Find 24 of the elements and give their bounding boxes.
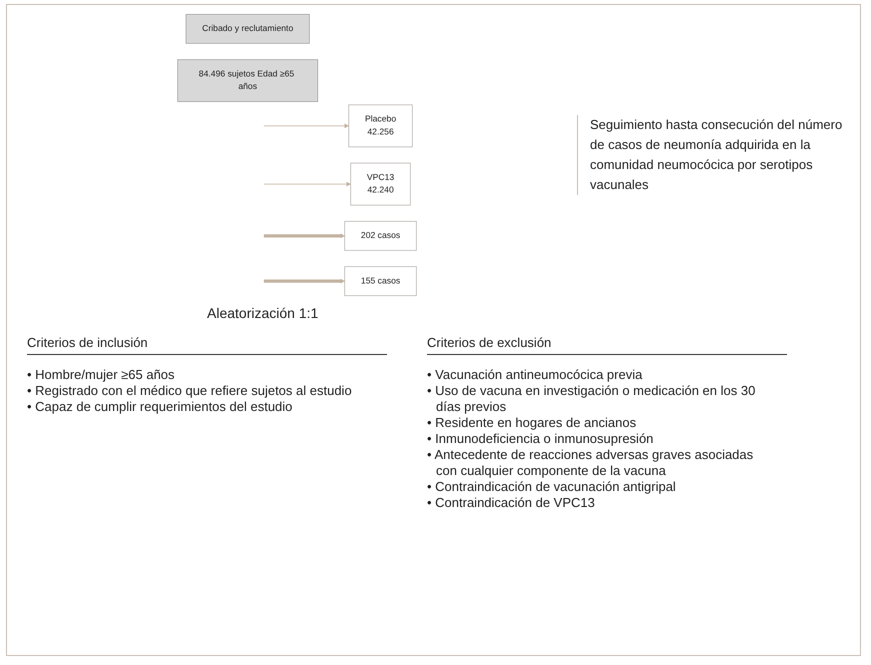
criteria-item: • Residente en hogares de ancianos: [427, 415, 638, 431]
follow-up-note: Seguimiento hasta consecución del número de casos de neumonía adquirida en la comunidad neumocócica por serotipos vacunales: [590, 117, 842, 192]
criteria-item: • Antecedente de reacciones adversas graves asociadas con cualquier componente de la vacuna: [427, 447, 754, 479]
arrow: [263, 182, 351, 186]
node-box: Placebo 42.256: [348, 104, 413, 148]
node-box: Cribado y reclutamiento: [186, 14, 310, 44]
criteria-heading: Criterios de inclusión: [27, 335, 387, 355]
arrow: [263, 124, 349, 128]
criteria-item: • Capaz de cumplir requerimientos del estudio: [27, 399, 294, 415]
criteria-item: • Uso de vacuna en investigación o medicación en los 30 días previos: [427, 383, 756, 415]
criteria-heading: Criterios de exclusión: [427, 335, 787, 355]
randomization-label: Aleatorización 1:1: [207, 305, 318, 321]
node-box: 155 casos: [344, 266, 417, 296]
arrow: [264, 233, 345, 238]
criteria-item: • Inmunodeficiencia o inmunosupresión: [427, 431, 654, 447]
criteria-item: • Registrado con el médico que refiere sujetos al estudio: [27, 383, 353, 399]
criteria-item: • Contraindicación de vacunación antigripal: [427, 479, 677, 495]
arrow: [264, 278, 345, 284]
node-box: 84.496 sujetos Edad ≥65 años: [177, 59, 318, 102]
node-box: 202 casos: [344, 221, 417, 251]
criteria-item: • Contraindicación de VPC13: [427, 495, 596, 511]
criteria-item: • Hombre/mujer ≥65 años: [27, 367, 176, 383]
criteria-item: • Vacunación antineumocócica previa: [427, 367, 644, 383]
node-box: VPC13 42.240: [350, 162, 411, 206]
